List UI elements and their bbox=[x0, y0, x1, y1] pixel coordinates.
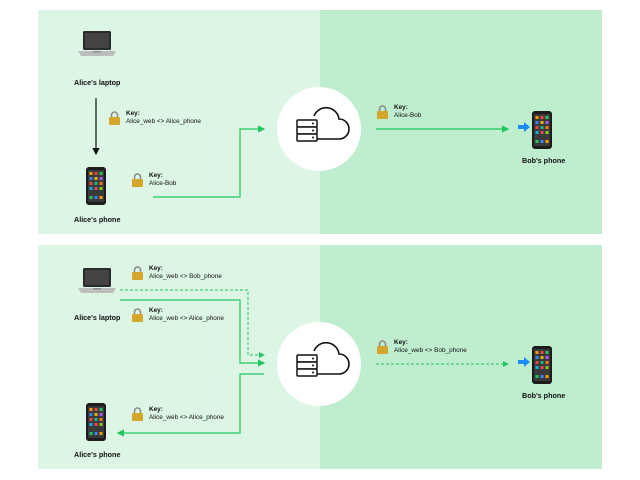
server-cloud-icon bbox=[296, 341, 350, 377]
key-title: Key: bbox=[149, 172, 163, 179]
arrow-server-to-alice-phone bbox=[116, 373, 264, 437]
key-title: Key: bbox=[149, 406, 163, 413]
key-server-bob: Key: Alice-Bob bbox=[394, 104, 421, 120]
arrow-phone-to-server bbox=[153, 125, 266, 198]
phone-icon bbox=[86, 167, 106, 205]
bottom-diagram-panel: Alice's laptop Key: Alice_web <> Bob_pho… bbox=[38, 245, 602, 469]
key-value: Alice-Bob bbox=[394, 112, 422, 119]
key-title: Key: bbox=[394, 104, 408, 111]
phone-icon bbox=[86, 403, 106, 441]
key-server-alice-phone: Key: Alice_web <> Alice_phone bbox=[149, 406, 224, 422]
key-title: Key: bbox=[126, 110, 140, 117]
lock-icon bbox=[377, 340, 388, 354]
arrow-laptop-to-server bbox=[120, 299, 266, 367]
server-cloud-node bbox=[277, 322, 361, 406]
key-server-bob: Key: Alice_web <> Bob_phone bbox=[394, 339, 467, 355]
key-value: Alice_web <> Bob_phone bbox=[394, 347, 467, 354]
alice-phone-label: Alice's phone bbox=[74, 450, 121, 459]
laptop-icon bbox=[78, 268, 116, 293]
bottom-connectors bbox=[116, 289, 509, 437]
lock-icon bbox=[377, 105, 388, 119]
right-zone bbox=[320, 10, 602, 234]
key-title: Key: bbox=[149, 265, 163, 272]
top-diagram-panel: Alice's laptop Key: Alice_web <> Alice_p… bbox=[38, 10, 602, 234]
key-value: Alice_web <> Alice_phone bbox=[149, 414, 224, 421]
bob-phone-label: Bob's phone bbox=[522, 391, 566, 400]
incoming-arrow-icon bbox=[518, 357, 530, 367]
alice-laptop-label: Alice's laptop bbox=[74, 313, 121, 322]
key-title: Key: bbox=[149, 307, 163, 314]
server-cloud-icon bbox=[296, 106, 350, 142]
key-value: Alice_web <> Bob_phone bbox=[149, 273, 222, 280]
key-title: Key: bbox=[394, 339, 408, 346]
laptop-icon bbox=[78, 31, 116, 56]
phone-icon bbox=[532, 111, 552, 149]
arrow-laptop-to-server-dashed bbox=[120, 289, 265, 358]
right-zone bbox=[320, 245, 602, 469]
key-value: Alice_web <> Alice_phone bbox=[149, 315, 224, 322]
server-cloud-node bbox=[277, 87, 361, 171]
phone-icon bbox=[532, 346, 552, 384]
bob-phone-label: Bob's phone bbox=[522, 156, 566, 165]
alice-phone-label: Alice's phone bbox=[74, 215, 121, 224]
lock-icon bbox=[132, 407, 143, 421]
lock-icon bbox=[132, 308, 143, 322]
key-phone-server: Key: Alice-Bob bbox=[149, 172, 176, 188]
incoming-arrow-icon bbox=[518, 122, 530, 132]
top-connectors bbox=[92, 98, 510, 198]
lock-icon bbox=[109, 111, 120, 125]
key-value: Alice-Bob bbox=[149, 180, 177, 187]
lock-icon bbox=[132, 266, 143, 280]
lock-icon bbox=[132, 173, 143, 187]
key-value: Alice_web <> Alice_phone bbox=[126, 118, 201, 125]
alice-laptop-label: Alice's laptop bbox=[74, 78, 121, 87]
key-laptop-alice-phone: Key: Alice_web <> Alice_phone bbox=[149, 307, 224, 323]
key-laptop-phone: Key: Alice_web <> Alice_phone bbox=[126, 110, 201, 126]
key-laptop-bob: Key: Alice_web <> Bob_phone bbox=[149, 265, 222, 281]
